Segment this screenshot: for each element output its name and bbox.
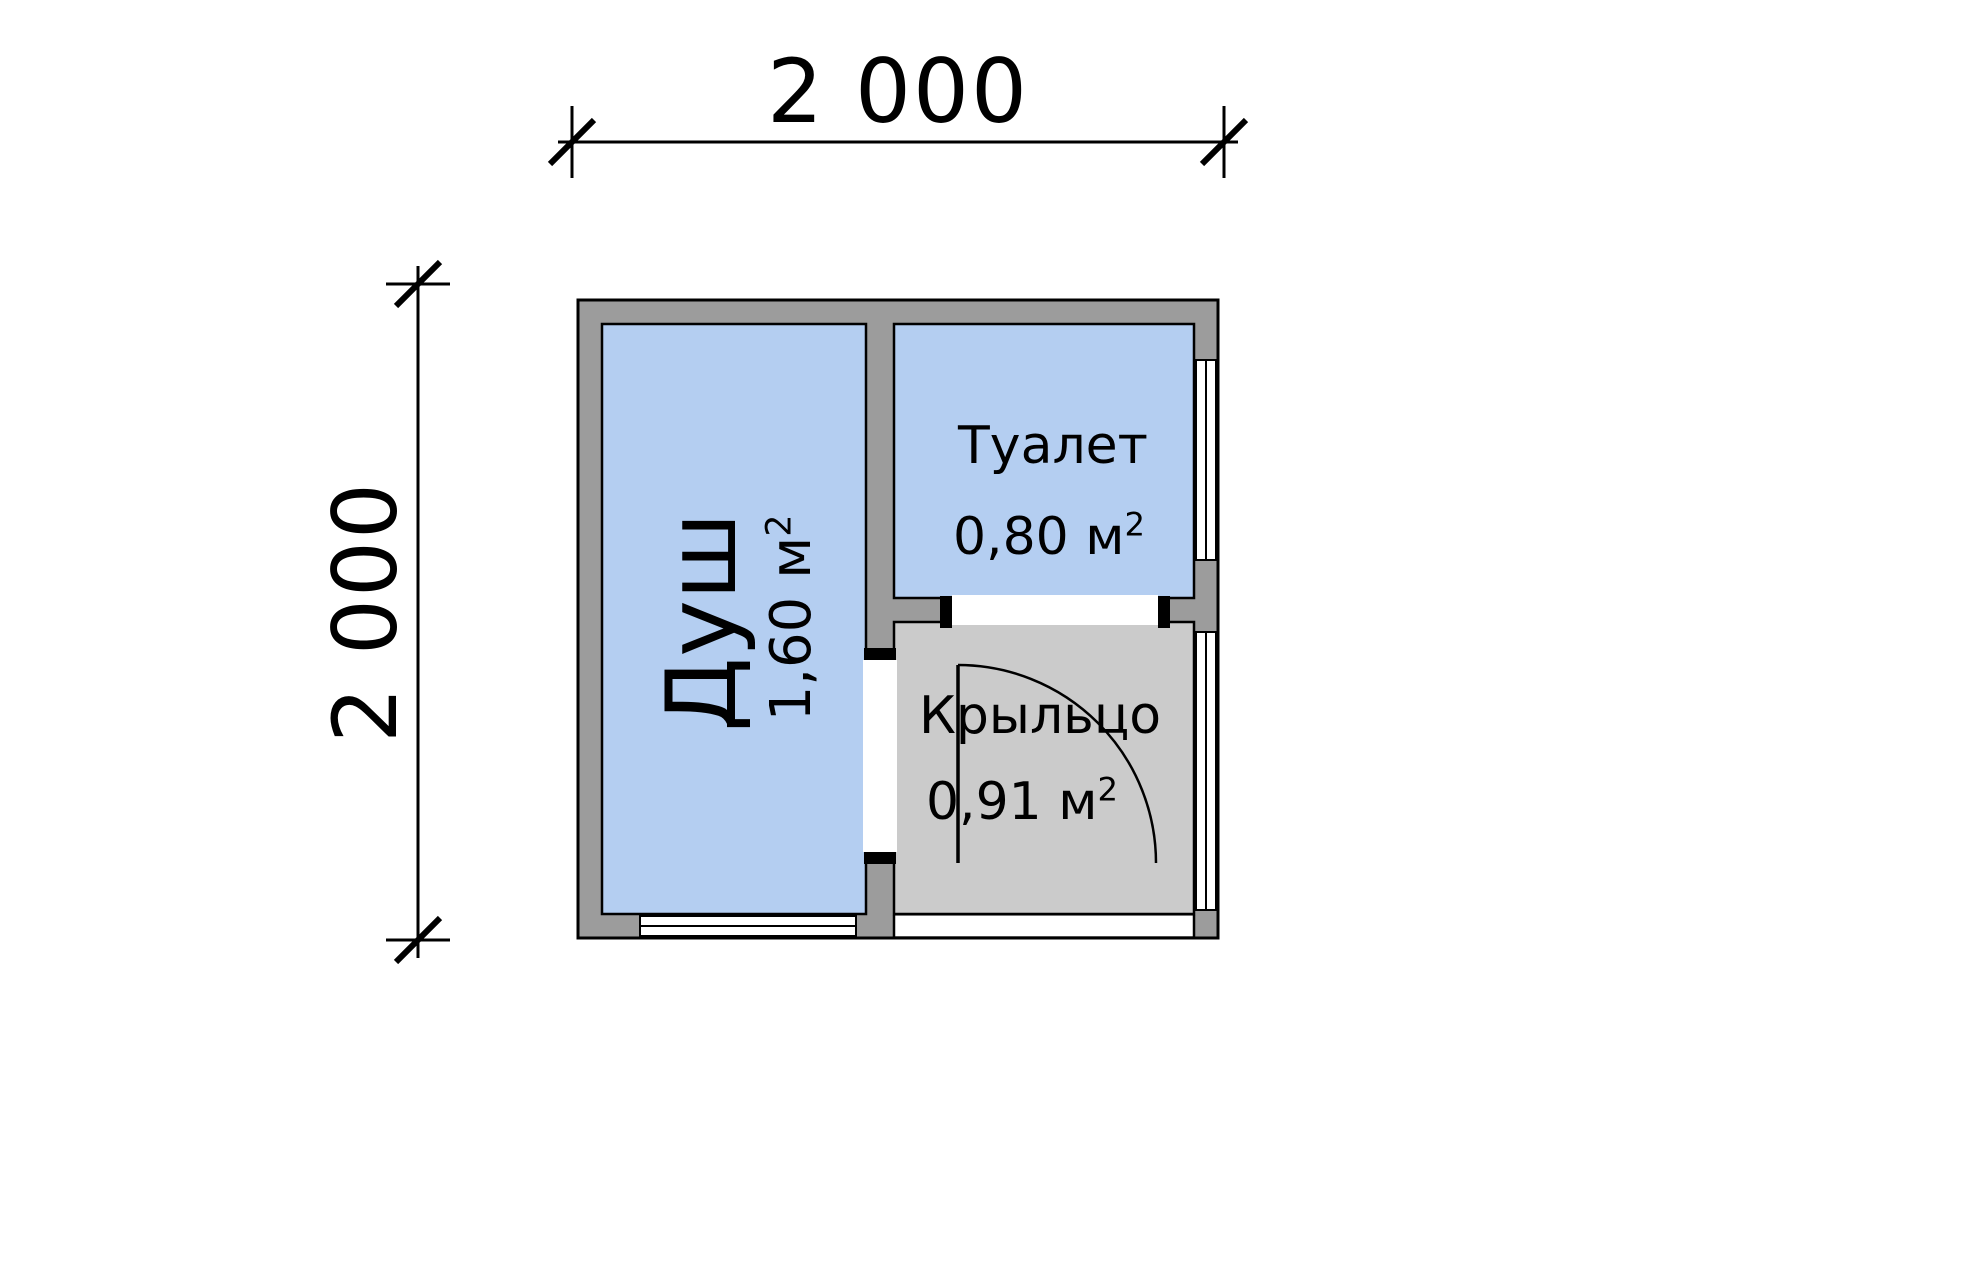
room-name-shower: Душ — [646, 512, 758, 732]
room-area-shower: 1,60 м2 — [759, 515, 824, 722]
shower-floor — [600, 322, 868, 916]
room-name-porch: Крыльцо — [918, 686, 1162, 746]
room-area-porch-sup: 2 — [1097, 770, 1119, 809]
dimension-left — [386, 259, 450, 965]
room-area-toilet-sup: 2 — [1124, 505, 1146, 544]
window-toilet — [1195, 359, 1217, 561]
room-area-porch: 0,91 м2 — [926, 774, 1118, 828]
room-area-toilet: 0,80 м2 — [953, 509, 1145, 563]
dimension-top-label: 2 000 — [767, 40, 1029, 143]
dimension-top-slash-right — [1199, 117, 1249, 167]
window-shower — [639, 915, 857, 937]
plan-drawing — [386, 106, 1249, 965]
toilet-door-jamb-left — [940, 596, 952, 628]
toilet-floor — [892, 322, 1196, 600]
porch-floor — [892, 620, 1196, 916]
room-area-shower-value: 1,60 м — [759, 536, 824, 722]
dimension-top-slash-left — [547, 117, 597, 167]
room-name-toilet: Туалет — [958, 416, 1148, 476]
shower-door-jamb-top — [864, 648, 896, 660]
dimension-left-slash-top — [393, 259, 443, 309]
room-area-shower-sup: 2 — [759, 514, 800, 537]
room-area-toilet-value: 0,80 м — [952, 507, 1125, 567]
window-porch — [1195, 631, 1217, 911]
room-area-porch-value: 0,91 м — [925, 772, 1098, 832]
dimension-top — [547, 106, 1249, 178]
toilet-door-jamb-right — [1158, 596, 1170, 628]
shower-door-jamb-bottom — [864, 852, 896, 864]
dimension-left-label: 2 000 — [314, 481, 417, 743]
shower-door-opening — [863, 660, 897, 852]
toilet-door-opening — [952, 595, 1158, 625]
dimension-left-slash-bottom — [393, 915, 443, 965]
door-swing-arc — [957, 663, 1158, 864]
entrance-opening — [895, 916, 1193, 936]
